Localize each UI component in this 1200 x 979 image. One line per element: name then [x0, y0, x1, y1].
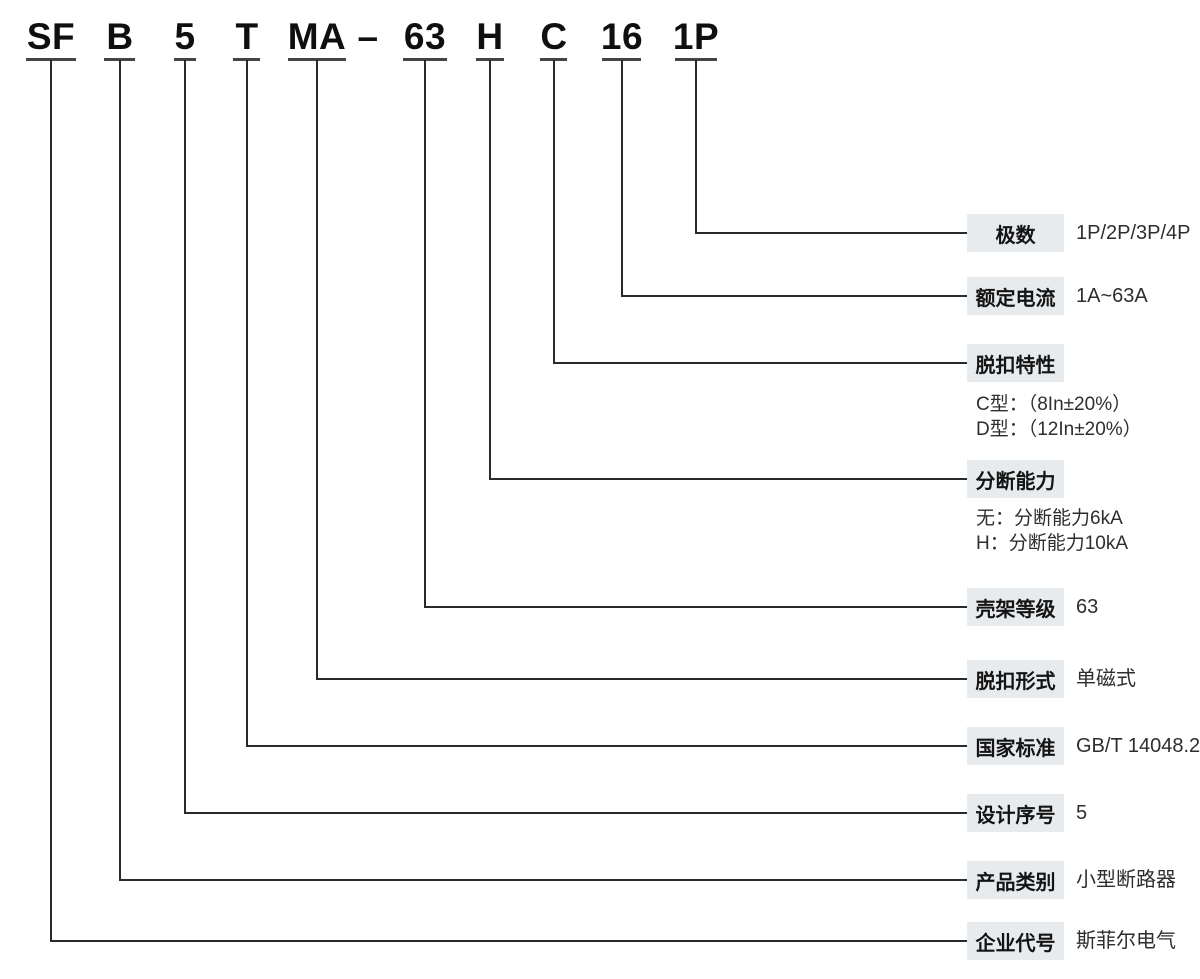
connector-vline-16 — [621, 60, 623, 297]
code-underline-63 — [403, 58, 447, 61]
code-underline-5 — [174, 58, 196, 61]
code-segment-dash: – — [357, 16, 379, 57]
code-segment-t: T — [235, 16, 259, 57]
label-box-design-number: 设计序号 — [967, 794, 1064, 832]
note-breaking-capacity-h: H：分断能力10kA — [976, 533, 1129, 554]
connector-vline-h — [489, 60, 491, 480]
value-product-category: 小型断路器 — [1076, 869, 1176, 891]
connector-vline-63 — [424, 60, 426, 608]
value-design-number: 5 — [1076, 802, 1088, 824]
connector-vline-ma — [316, 60, 318, 680]
note-breaking-capacity-none: 无：分断能力6kA — [976, 508, 1123, 529]
value-frame-level: 63 — [1076, 596, 1099, 618]
value-trip-type: 单磁式 — [1076, 668, 1136, 690]
code-segment-63: 63 — [403, 16, 447, 57]
connector-vline-1p — [695, 60, 697, 234]
connector-vline-t — [246, 60, 248, 747]
value-national-standard: GB/T 14048.2 — [1076, 735, 1200, 757]
value-poles: 1P/2P/3P/4P — [1076, 222, 1191, 244]
connector-hline-ma — [316, 678, 968, 680]
connector-hline-1p — [695, 232, 968, 234]
code-underline-1p — [675, 58, 717, 61]
connector-hline-h — [489, 478, 968, 480]
code-underline-t — [233, 58, 260, 61]
connector-vline-b — [119, 60, 121, 881]
note-trip-characteristic-c: C型：（8In±20%） — [976, 394, 1132, 415]
code-underline-c — [540, 58, 567, 61]
connector-hline-b — [119, 879, 968, 881]
connector-hline-16 — [621, 295, 968, 297]
label-box-poles: 极数 — [967, 214, 1064, 252]
label-box-breaking-capacity: 分断能力 — [967, 460, 1064, 498]
code-segment-sf: SF — [26, 16, 76, 57]
connector-hline-63 — [424, 606, 968, 608]
code-segment-h: H — [476, 16, 504, 57]
value-rated-current: 1A~63A — [1076, 285, 1148, 307]
value-company-code: 斯菲尔电气 — [1076, 930, 1176, 952]
code-segment-5: 5 — [174, 16, 196, 57]
connector-hline-sf — [50, 940, 968, 942]
label-box-rated-current: 额定电流 — [967, 277, 1064, 315]
label-box-company-code: 企业代号 — [967, 922, 1064, 960]
label-box-trip-type: 脱扣形式 — [967, 660, 1064, 698]
label-box-national-standard: 国家标准 — [967, 727, 1064, 765]
label-box-product-category: 产品类别 — [967, 861, 1064, 899]
code-underline-ma — [288, 58, 346, 61]
label-box-frame-level: 壳架等级 — [967, 588, 1064, 626]
code-underline-sf — [26, 58, 76, 61]
code-segment-1p: 1P — [672, 16, 720, 57]
code-underline-h — [476, 58, 504, 61]
code-segment-c: C — [540, 16, 568, 57]
connector-hline-t — [246, 745, 968, 747]
connector-vline-c — [553, 60, 555, 364]
connector-hline-c — [553, 362, 968, 364]
code-underline-16 — [602, 58, 641, 61]
connector-hline-5 — [184, 812, 968, 814]
connector-vline-sf — [50, 60, 52, 942]
connector-vline-5 — [184, 60, 186, 814]
label-box-trip-characteristic: 脱扣特性 — [967, 344, 1064, 382]
code-segment-16: 16 — [600, 16, 644, 57]
note-trip-characteristic-d: D型：（12In±20%） — [976, 419, 1142, 440]
code-segment-ma: MA — [287, 16, 347, 57]
code-underline-b — [104, 58, 135, 61]
code-segment-b: B — [106, 16, 134, 57]
